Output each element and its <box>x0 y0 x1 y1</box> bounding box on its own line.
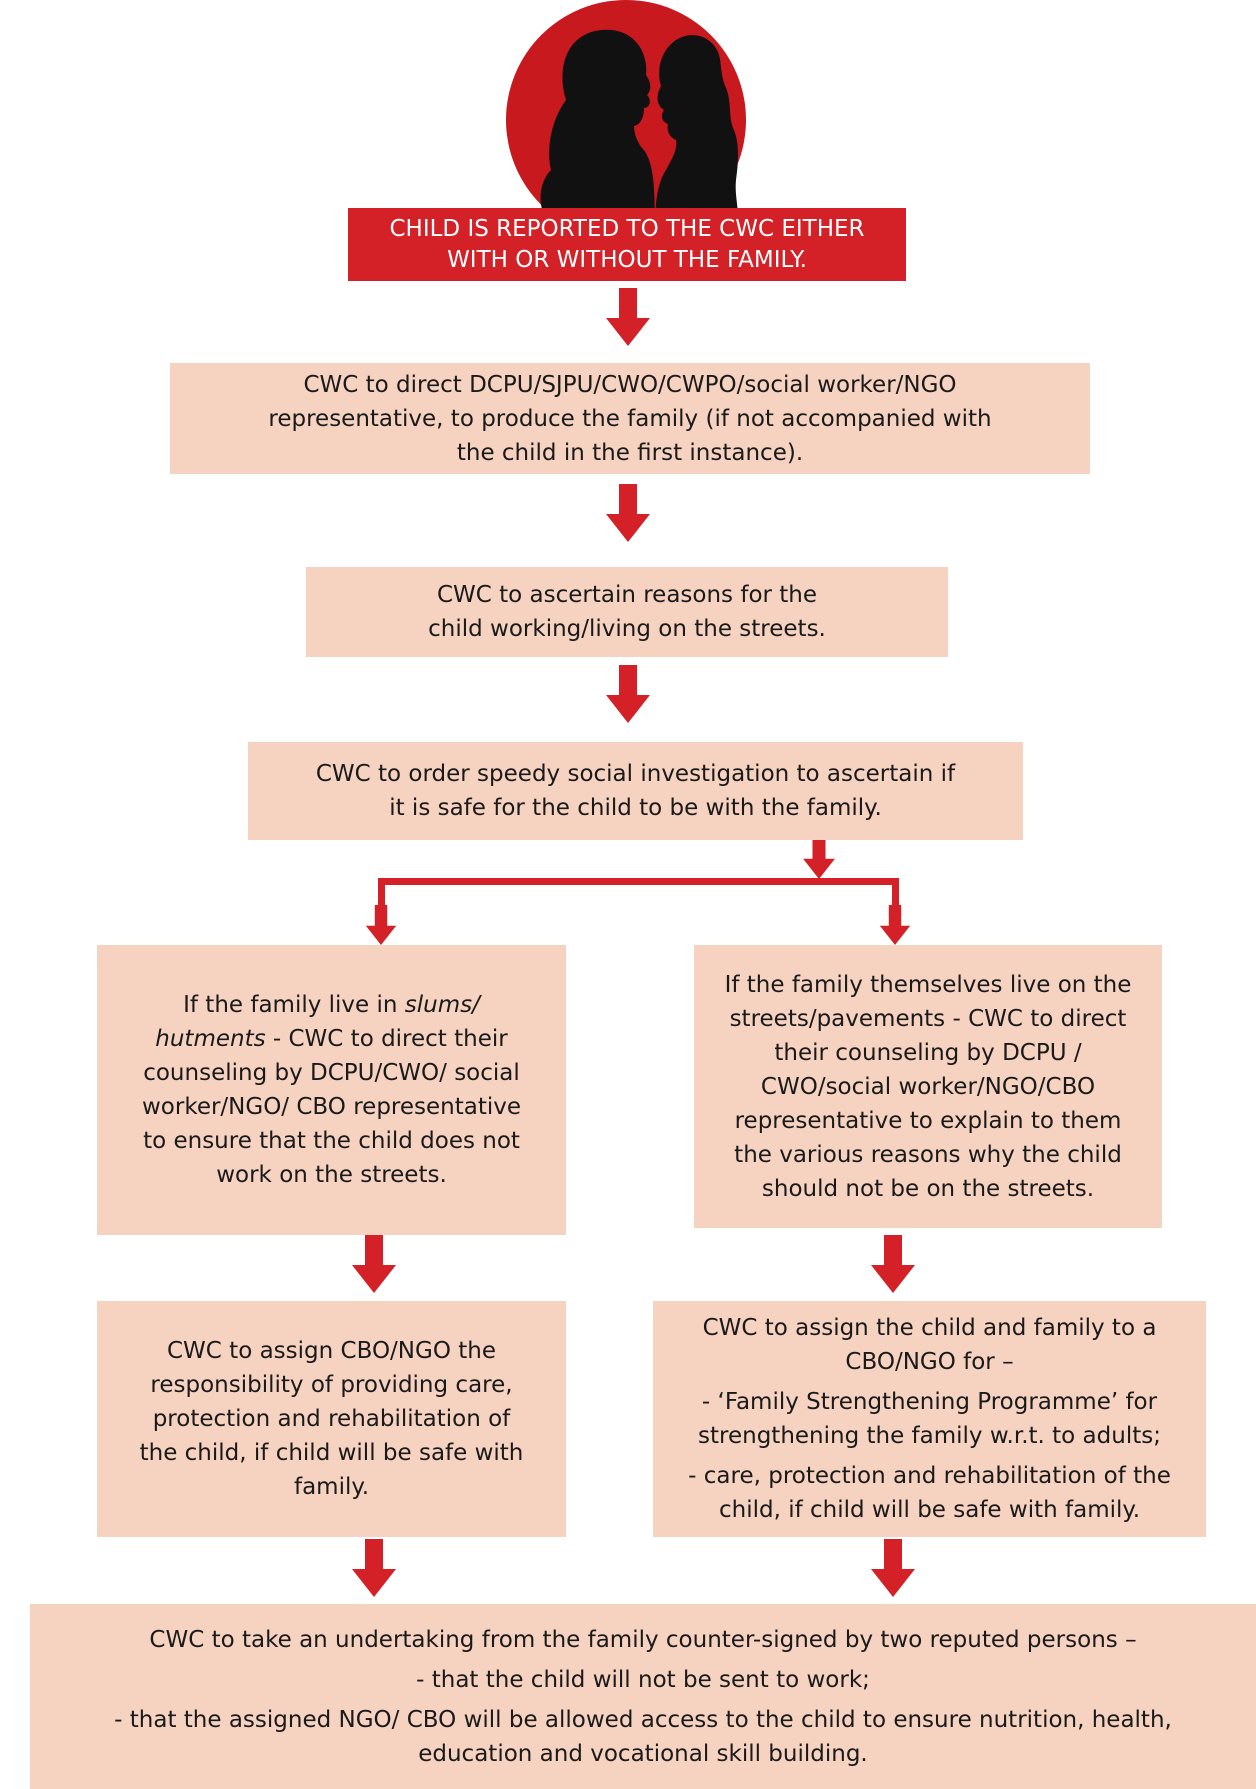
investigation-line-1: CWC to order speedy social investigation… <box>315 761 956 787</box>
down-arrow-icon <box>606 665 650 723</box>
down-arrow-icon <box>365 905 397 945</box>
assign-left-box: CWC to assign CBO/NGO the responsibility… <box>97 1301 566 1537</box>
direct-line-2: representative, to produce the family (i… <box>268 405 992 432</box>
slums-italic: slums/ hutments <box>155 992 480 1052</box>
down-arrow-icon <box>606 288 650 346</box>
start-box: CHILD IS REPORTED TO THE CWC EITHER WITH… <box>348 208 906 281</box>
down-arrow-icon <box>871 1539 915 1597</box>
direct-line-3: the child in the first instance). <box>456 439 804 466</box>
branch-line-right <box>892 878 899 918</box>
reasons-line-1: CWC to ascertain reasons for the <box>436 582 818 608</box>
down-arrow-icon <box>606 484 650 542</box>
assign-right-line-1: CWC to assign the child and family to a … <box>702 1315 1157 1375</box>
branch-line <box>378 878 899 885</box>
down-arrow-icon <box>803 837 835 879</box>
assign-right-line-2: - ‘Family Strengthening Programme’ for s… <box>698 1389 1161 1449</box>
direct-box: CWC to direct DCPU/SJPU/CWO/CWPO/social … <box>170 363 1090 474</box>
reasons-box: CWC to ascertain reasons for the child w… <box>306 567 948 657</box>
undertaking-line-1: CWC to take an undertaking from the fami… <box>149 1626 1137 1653</box>
assign-right-box: CWC to assign the child and family to a … <box>653 1301 1206 1537</box>
branch-line-left <box>378 878 385 918</box>
reasons-line-2: child working/living on the streets. <box>428 616 826 642</box>
down-arrow-icon <box>871 1235 915 1293</box>
down-arrow-icon <box>352 1539 396 1597</box>
down-arrow-icon <box>879 905 911 945</box>
direct-line-1: CWC to direct DCPU/SJPU/CWO/CWPO/social … <box>303 371 957 398</box>
down-arrow-icon <box>352 1235 396 1293</box>
undertaking-box: CWC to take an undertaking from the fami… <box>30 1604 1256 1789</box>
streets-text: If the family themselves live on the str… <box>724 971 1132 1202</box>
assign-right-line-3: - care, protection and rehabilitation of… <box>688 1463 1171 1523</box>
child-silhouettes-icon <box>506 0 746 240</box>
undertaking-line-3: - that the assigned NGO/ CBO will be all… <box>114 1706 1172 1767</box>
assign-left-text: CWC to assign CBO/NGO the responsibility… <box>139 1338 524 1500</box>
investigation-box: CWC to order speedy social investigation… <box>248 742 1023 840</box>
slums-box: If the family live in slums/ hutments - … <box>97 945 566 1235</box>
start-line-1: CHILD IS REPORTED TO THE CWC EITHER <box>389 215 865 242</box>
start-line-2: WITH OR WITHOUT THE FAMILY. <box>447 246 807 273</box>
undertaking-line-2: - that the child will not be sent to wor… <box>416 1666 870 1693</box>
investigation-line-2: it is safe for the child to be with the … <box>389 795 882 821</box>
slums-text: If the family live in slums/ hutments - … <box>141 992 522 1188</box>
streets-box: If the family themselves live on the str… <box>694 945 1162 1228</box>
